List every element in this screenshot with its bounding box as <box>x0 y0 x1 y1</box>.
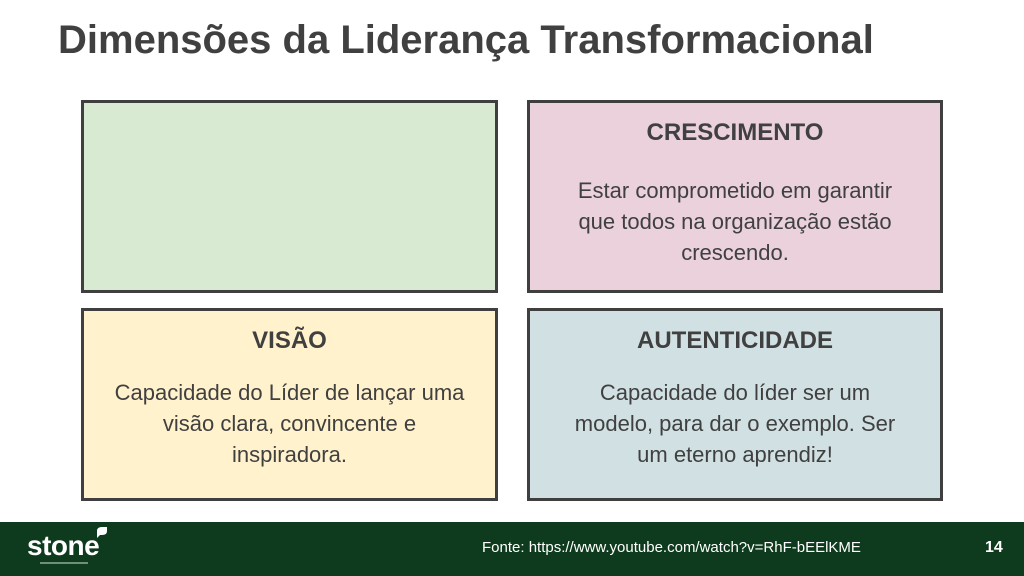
card-heading: AUTENTICIDADE <box>637 327 833 354</box>
card-empty <box>81 100 498 293</box>
logo-tagline <box>40 562 88 564</box>
logo-leaf-icon <box>97 527 107 538</box>
card-crescimento: CRESCIMENTO Estar comprometido em garant… <box>527 100 943 293</box>
page-number: 14 <box>985 539 1003 556</box>
card-body: Capacidade do Líder de lançar uma visão … <box>114 380 465 467</box>
slide-title: Dimensões da Liderança Transformacional <box>58 18 874 62</box>
card-visao: VISÃO Capacidade do Líder de lançar uma … <box>81 308 498 501</box>
footer-bar: stone Fonte: https://www.youtube.com/wat… <box>0 522 1024 576</box>
card-autenticidade: AUTENTICIDADE Capacidade do líder ser um… <box>527 308 943 501</box>
card-body: Estar comprometido em garantir que todos… <box>577 178 893 265</box>
card-heading: CRESCIMENTO <box>646 119 824 146</box>
source-citation: Fonte: https://www.youtube.com/watch?v=R… <box>482 539 861 556</box>
stone-logo: stone <box>27 530 100 561</box>
card-heading: VISÃO <box>252 327 327 354</box>
card-body: Capacidade do líder ser um modelo, para … <box>574 380 896 467</box>
